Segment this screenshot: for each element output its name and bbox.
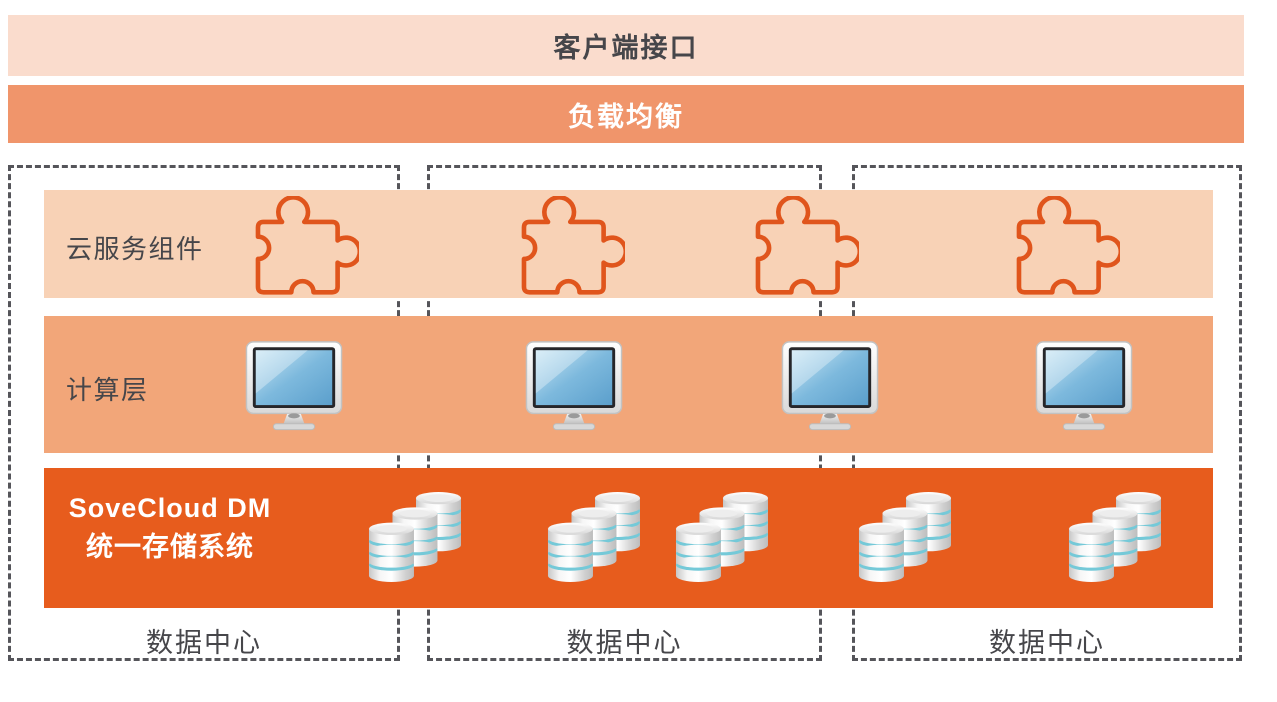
database-stack-icon [856, 492, 956, 584]
puzzle-icon [1005, 196, 1120, 296]
compute-layer [44, 316, 1213, 453]
puzzle-icon [744, 196, 859, 296]
datacenter-label: 数据中心 [146, 628, 262, 658]
database-stack-icon [673, 492, 773, 584]
storage-label-line2: 统一存储系统 [86, 532, 254, 562]
cloud-services-label: 云服务组件 [66, 234, 204, 264]
storage-label: SoveCloud DM 统一存储系统 [48, 489, 292, 567]
database-stack-icon [366, 492, 466, 584]
client-interface-band: 客户端接口 [8, 15, 1244, 76]
monitor-icon [245, 340, 343, 431]
compute-label: 计算层 [66, 375, 149, 405]
monitor-icon [781, 340, 879, 431]
load-balancer-band: 负载均衡 [8, 85, 1244, 143]
storage-label-line1: SoveCloud DM [68, 493, 272, 523]
load-balancer-label: 负载均衡 [568, 101, 684, 132]
monitor-icon [525, 340, 623, 431]
database-stack-icon [545, 492, 645, 584]
datacenter-label: 数据中心 [566, 628, 683, 658]
client-interface-label: 客户端接口 [553, 33, 699, 63]
datacenter-label: 数据中心 [989, 628, 1105, 658]
puzzle-icon [244, 196, 359, 296]
database-stack-icon [1066, 492, 1166, 584]
monitor-icon [1035, 340, 1133, 431]
puzzle-icon [510, 196, 625, 296]
